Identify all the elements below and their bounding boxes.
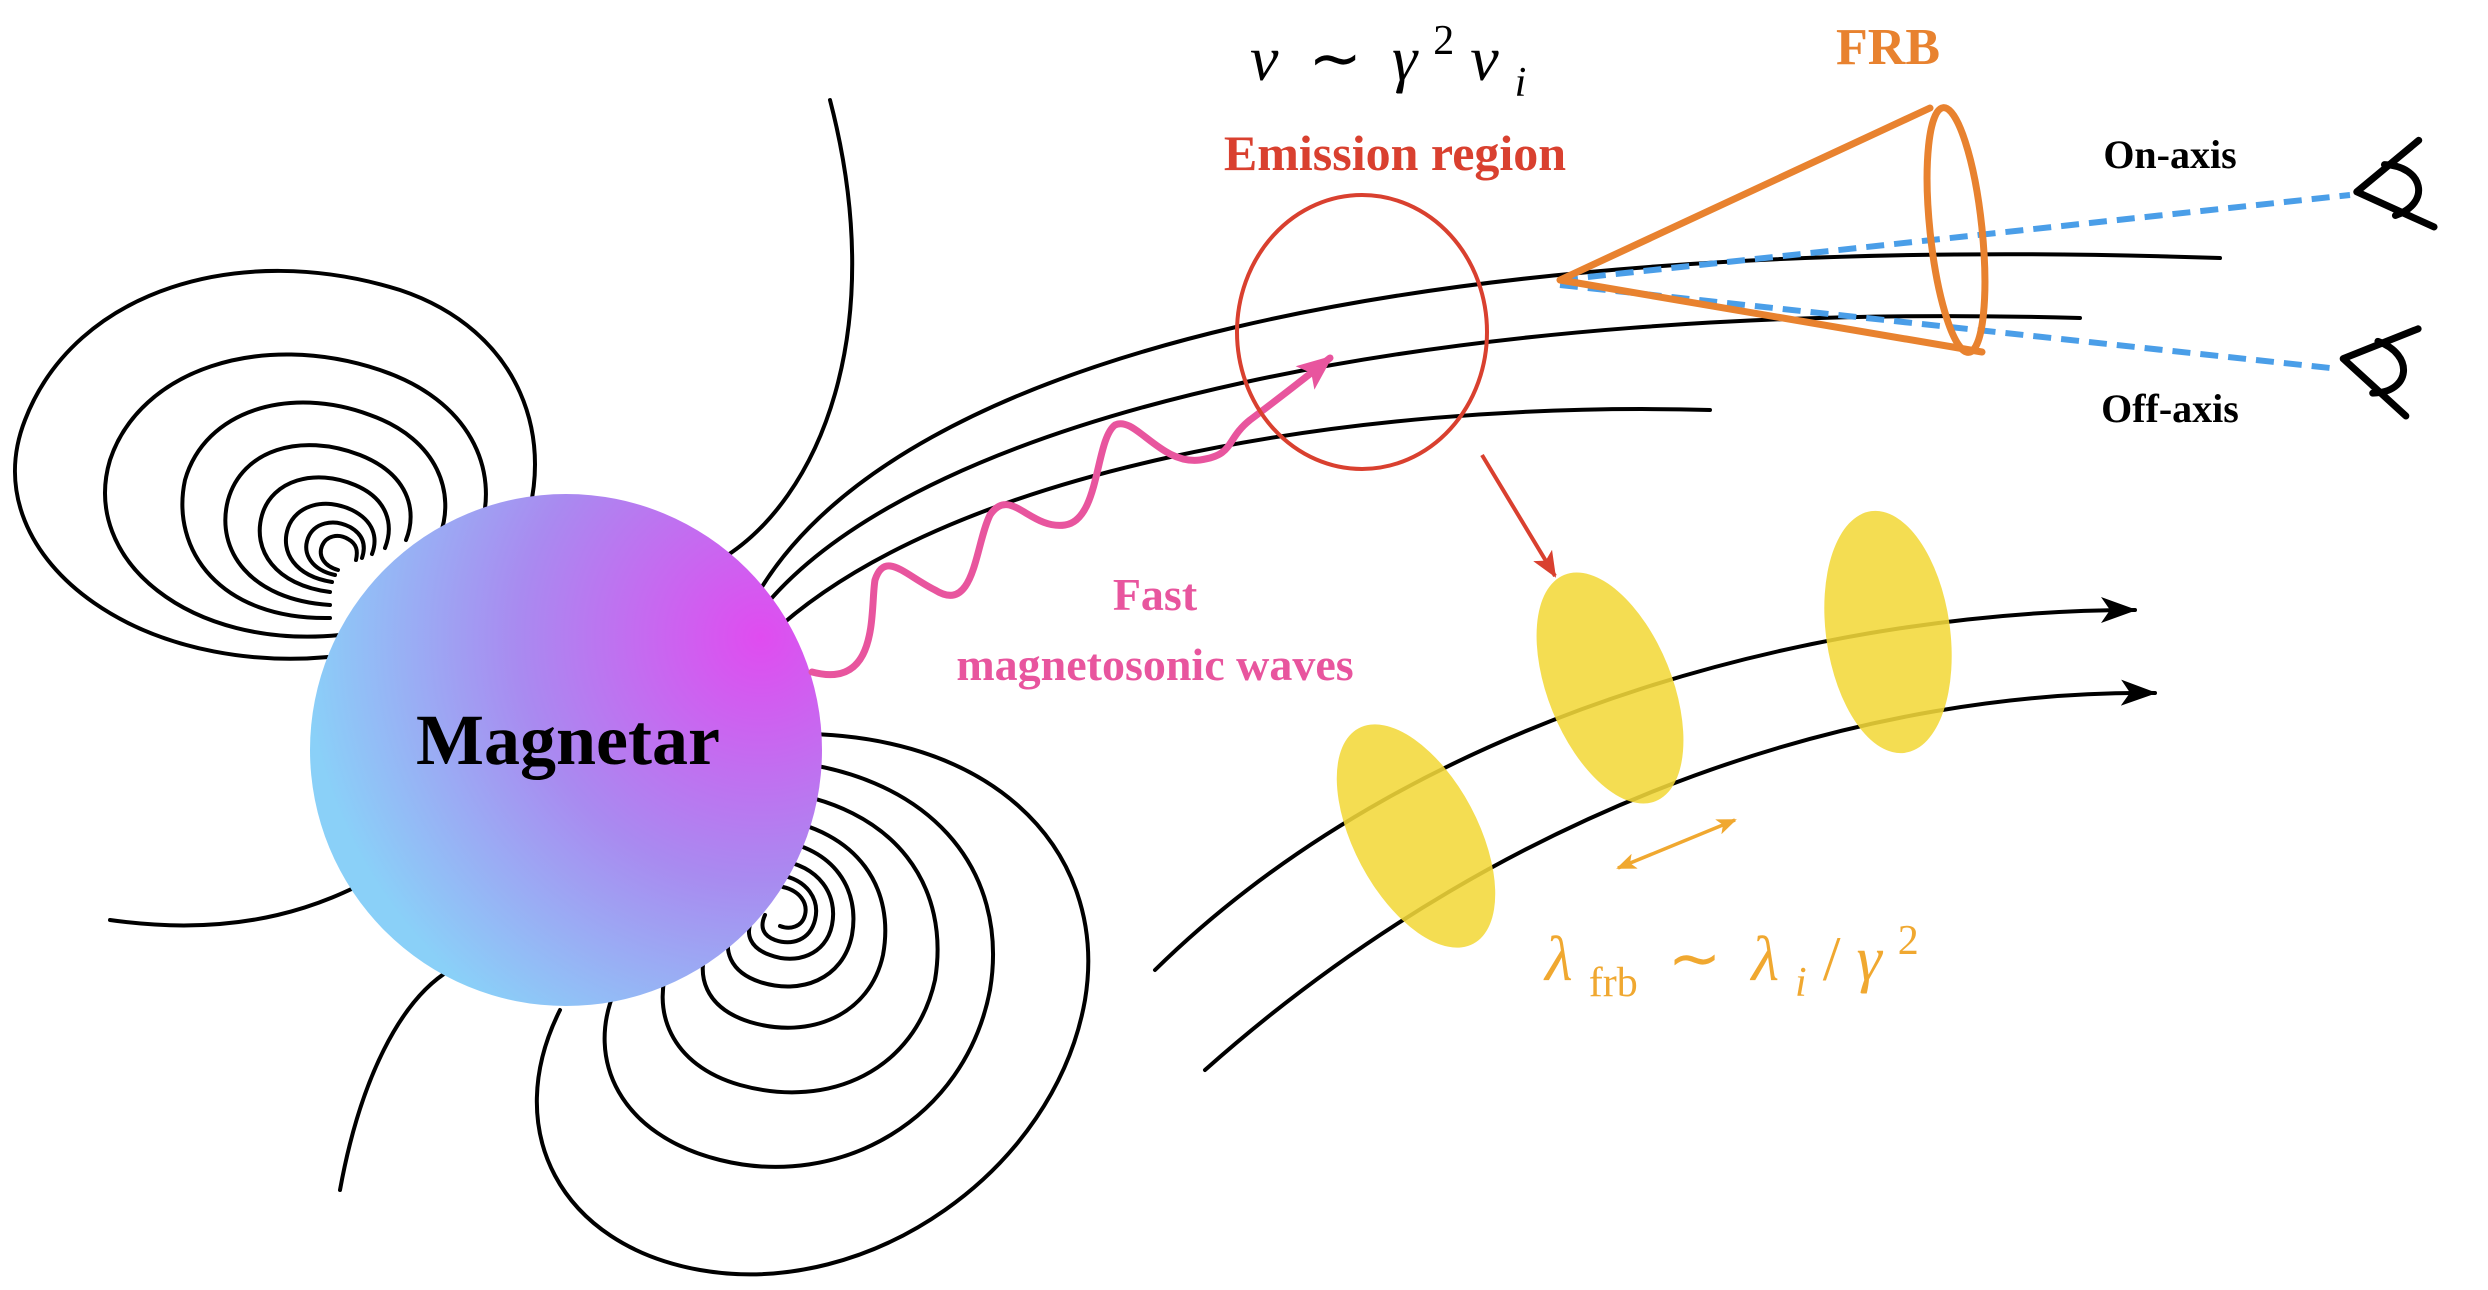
emission-blobs: [1336, 510, 1952, 948]
frb-label: FRB: [1836, 19, 1940, 76]
zoom-arrow: [1480, 453, 1557, 578]
observer-eye-icon: [2339, 325, 2422, 420]
waves-label-line2: magnetosonic waves: [956, 639, 1353, 690]
frequency-formula: ν ∼ γ 2 ν i: [1250, 0, 1526, 106]
field-lines-outflow: [758, 252, 2222, 642]
wavelength-arrow: [1616, 818, 1737, 870]
field-lines-lower-right: [535, 731, 1091, 1277]
emission-region-label: Emission region: [1224, 125, 1566, 181]
wavelength-formula: λ frb ∼ λ i / γ 2: [1543, 918, 1919, 1010]
blob: [1336, 724, 1496, 948]
waves-label-line1: Fast: [1113, 569, 1198, 620]
magnetar-label: Magnetar: [416, 700, 720, 780]
off-axis-label: Off-axis: [2101, 386, 2239, 431]
observer-eye-icon: [2353, 136, 2438, 231]
blob: [1824, 510, 1952, 754]
magnetosonic-wave: [808, 354, 1334, 678]
on-axis-label: On-axis: [2103, 132, 2236, 177]
blob: [1536, 572, 1684, 804]
frb-cone: [1556, 104, 1989, 356]
magnetar-star: [310, 494, 822, 1006]
field-lines-upper-left: [13, 268, 537, 661]
emission-region-circle: [1235, 193, 1489, 471]
